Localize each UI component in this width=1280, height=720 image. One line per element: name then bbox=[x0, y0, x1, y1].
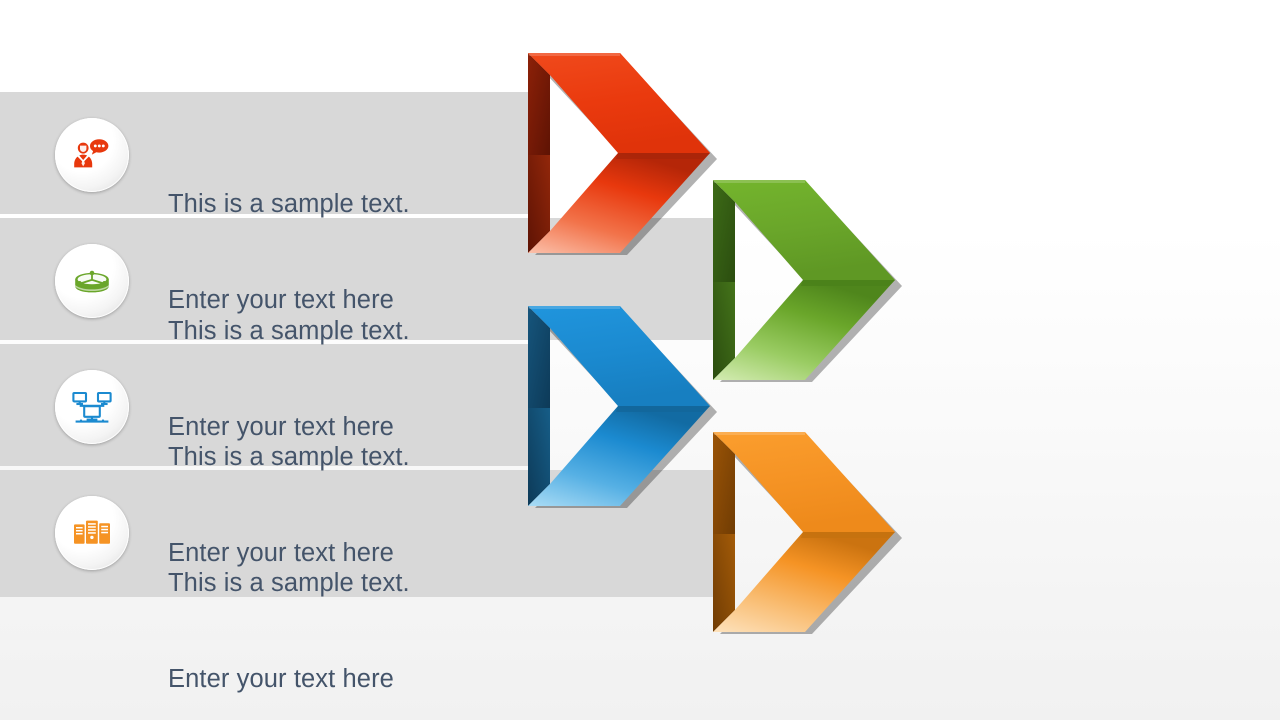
row-text-1-line2: Enter your text here bbox=[168, 286, 394, 314]
row-text-4: This is a sample text. Enter your text h… bbox=[168, 503, 410, 720]
row-text-1-line1: This is a sample text. bbox=[168, 190, 410, 218]
row-text-3-line1: This is a sample text. bbox=[168, 443, 410, 471]
computer-network-icon bbox=[70, 385, 114, 429]
row-text-3-line2: Enter your text here bbox=[168, 539, 394, 567]
row-text-2: This is a sample text. Enter your text h… bbox=[168, 251, 410, 507]
database-network-icon bbox=[70, 259, 114, 303]
chevron-arrow-green[interactable] bbox=[713, 180, 902, 382]
chevron-arrow-orange[interactable] bbox=[713, 432, 902, 634]
icon-circle-3[interactable] bbox=[55, 370, 129, 444]
row-text-2-line1: This is a sample text. bbox=[168, 317, 410, 345]
chevron-arrow-red[interactable] bbox=[528, 53, 717, 255]
row-text-1: This is a sample text. Enter your text h… bbox=[168, 124, 410, 380]
server-rack-icon bbox=[70, 511, 114, 555]
icon-circle-4[interactable] bbox=[55, 496, 129, 570]
person-speech-bubble-icon bbox=[70, 133, 114, 177]
chevron-arrow-blue[interactable] bbox=[528, 306, 717, 508]
icon-circle-1[interactable] bbox=[55, 118, 129, 192]
row-text-2-line2: Enter your text here bbox=[168, 413, 394, 441]
row-text-4-line1: This is a sample text. bbox=[168, 569, 410, 597]
row-text-4-line2: Enter your text here bbox=[168, 665, 394, 693]
icon-circle-2[interactable] bbox=[55, 244, 129, 318]
row-text-3: This is a sample text. Enter your text h… bbox=[168, 377, 410, 633]
